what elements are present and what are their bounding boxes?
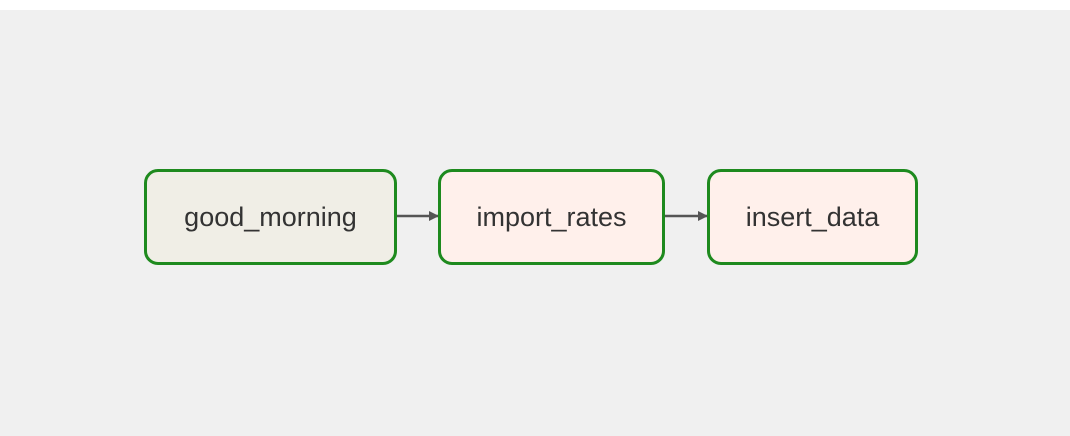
task-node-good_morning[interactable]: good_morning [144,169,397,265]
task-node-import_rates[interactable]: import_rates [438,169,665,265]
task-label-good_morning: good_morning [184,201,357,232]
task-label-insert_data: insert_data [745,201,880,232]
task-node-insert_data[interactable]: insert_data [707,169,918,265]
task-label-import_rates: import_rates [476,201,627,232]
